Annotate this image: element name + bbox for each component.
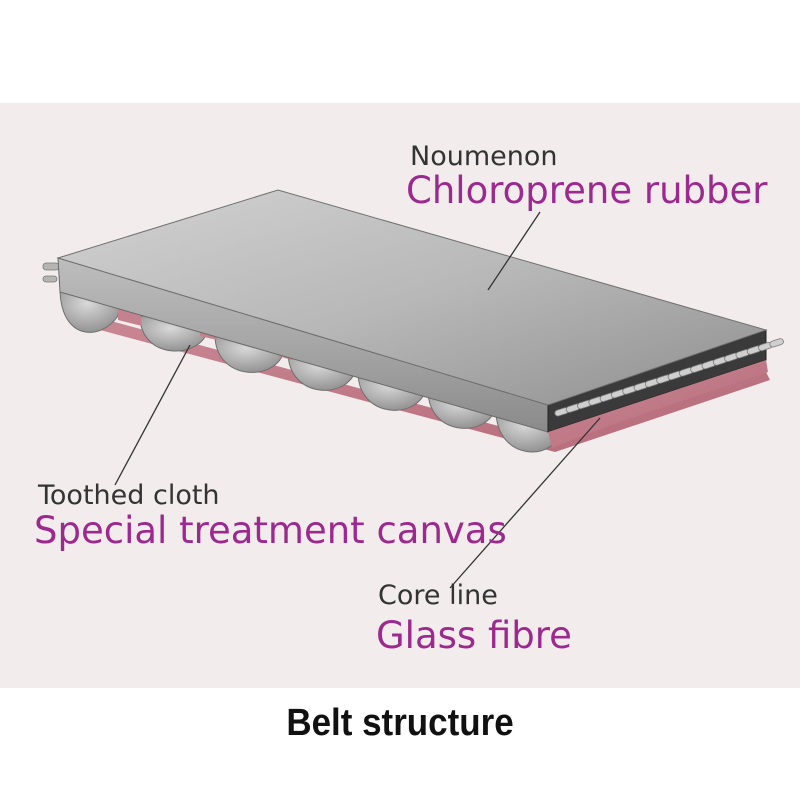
top-background — [0, 0, 800, 103]
toothed-cloth-material: Special treatment canvas — [34, 509, 507, 552]
noumenon-title: Noumenon — [410, 141, 558, 172]
left-cord-stubs — [42, 262, 60, 283]
noumenon-material: Chloroprene rubber — [406, 169, 768, 212]
toothed-cloth-title: Toothed cloth — [38, 480, 220, 511]
bottom-background — [0, 688, 800, 800]
canvas-edge — [548, 360, 768, 448]
core-line-material: Glass fibre — [376, 614, 572, 657]
leader-line-core-line — [449, 417, 601, 589]
leader-lines — [114, 211, 601, 589]
diagram-caption: Belt structure — [286, 702, 514, 744]
leader-line-noumenon — [487, 211, 541, 291]
cord-end — [769, 338, 784, 348]
core-line-title: Core line — [378, 580, 498, 611]
belt-top-surface — [56, 189, 768, 406]
leader-line-toothed-cloth — [114, 344, 191, 486]
glass-fibre-cords — [554, 338, 784, 417]
